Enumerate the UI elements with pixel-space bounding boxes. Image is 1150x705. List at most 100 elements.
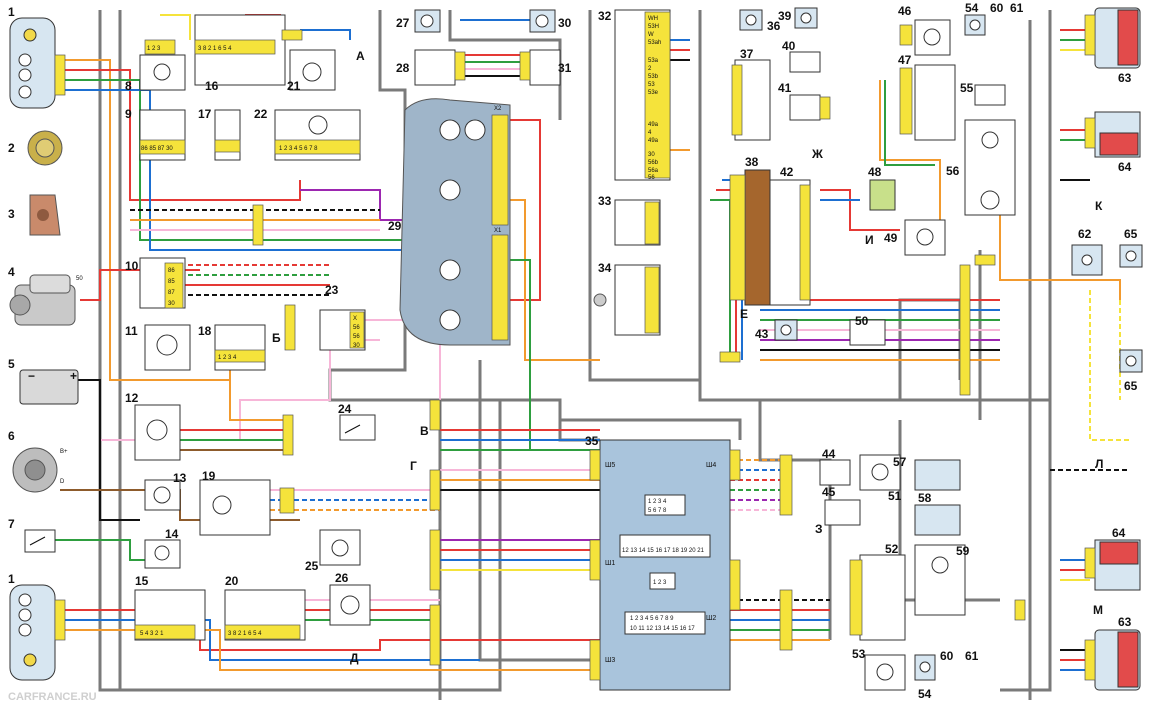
block32-pin-0: WH (648, 16, 658, 22)
block32-pin-9: 49a (648, 122, 659, 128)
component-46 (899, 19, 951, 56)
letter-M: М (1093, 603, 1103, 617)
block18-pins: 1 2 3 4 (218, 355, 237, 361)
label-1-top: 1 (8, 5, 15, 19)
label-18: 18 (198, 324, 212, 338)
label-43: 43 (755, 327, 769, 341)
svg-text:−: − (28, 369, 35, 383)
component-54-top (964, 14, 986, 36)
label-24: 24 (338, 402, 352, 416)
label-39: 39 (778, 9, 792, 23)
label-63-top: 63 (1118, 71, 1132, 85)
component-3-sensor (29, 194, 61, 236)
component-58 (914, 504, 961, 536)
label-60-top: 60 (990, 1, 1004, 15)
label-28: 28 (396, 61, 410, 75)
label-50: 50 (855, 314, 869, 328)
label-37: 37 (740, 47, 754, 61)
label-15: 15 (135, 574, 149, 588)
component-15 (134, 589, 206, 641)
component-33 (614, 199, 661, 246)
component-64-bottom (1084, 539, 1141, 591)
label-59: 59 (956, 544, 970, 558)
component-1-top-headlamp (9, 17, 66, 109)
svg-text:+: + (70, 369, 77, 383)
label-16: 16 (205, 79, 219, 93)
component-16 (194, 14, 286, 86)
block32-pin-3: 53ah (648, 40, 661, 46)
component-45 (824, 499, 861, 526)
component-30-lamp (529, 9, 556, 33)
block32-pin-4: 53a (648, 58, 659, 64)
component-54-bottom (914, 654, 936, 681)
block22-pins: 1 2 3 4 5 6 7 8 (279, 146, 318, 152)
label-9: 9 (125, 107, 132, 121)
letter-V: В (420, 424, 429, 438)
component-52 (849, 554, 906, 641)
component-42 (769, 179, 811, 306)
plug-p2-row: 12 13 14 15 16 17 18 19 20 21 (622, 548, 705, 554)
label-54-bottom: 54 (918, 687, 932, 701)
connector-sh1: Ш1 (605, 560, 615, 567)
label-26: 26 (335, 571, 349, 585)
block32-pin-8: 53e (648, 90, 659, 96)
label-53: 53 (852, 647, 866, 661)
component-2-horn (27, 130, 63, 166)
block9-pins: 86 85 87 30 (141, 146, 173, 152)
component-25 (319, 529, 361, 566)
label-12: 12 (125, 391, 139, 405)
plug-p4-row2: 10 11 12 13 14 15 16 17 (630, 626, 695, 632)
component-50 (849, 319, 886, 346)
component-1-bottom-headlamp (9, 584, 66, 681)
label-31: 31 (558, 61, 572, 75)
label-64-top: 64 (1118, 160, 1132, 174)
label-8: 8 (125, 79, 132, 93)
label-51: 51 (888, 489, 902, 503)
block32-pin-13: 56b (648, 160, 659, 166)
label-30: 30 (558, 16, 572, 30)
component-55 (974, 84, 1006, 106)
component-24 (339, 414, 376, 441)
label-33: 33 (598, 194, 612, 208)
block10-pin-87: 87 (168, 290, 175, 296)
label-47: 47 (898, 53, 912, 67)
pin-labels: 86 85 87 30 86 85 87 30 X 56 56 30 X2 X1… (60, 46, 502, 637)
component-17 (214, 109, 241, 161)
label-27: 27 (396, 16, 410, 30)
component-41 (789, 94, 831, 121)
component-48-display (869, 179, 896, 211)
letter-G: Г (410, 459, 417, 473)
letter-K: К (1095, 199, 1103, 213)
label-46: 46 (898, 4, 912, 18)
label-38: 38 (745, 155, 759, 169)
label-4: 4 (8, 265, 15, 279)
component-63-top-taillight (1084, 7, 1141, 69)
component-28 (414, 49, 466, 86)
component-51 (859, 454, 901, 491)
component-21 (281, 29, 336, 91)
component-14 (144, 539, 181, 569)
component-38-ecu (729, 169, 771, 306)
label-2: 2 (8, 141, 15, 155)
component-35-mounting-block (589, 439, 741, 691)
block6-b-plus: B+ (60, 449, 68, 455)
component-44 (819, 459, 851, 486)
letter-D: Д (350, 651, 359, 665)
plug-p1-row2: 5 6 7 8 (648, 508, 667, 514)
label-21: 21 (287, 79, 301, 93)
label-52: 52 (885, 542, 899, 556)
starter-50: 50 (76, 276, 83, 282)
socket-x1: X1 (494, 228, 502, 234)
label-36: 36 (767, 19, 781, 33)
label-10: 10 (125, 259, 139, 273)
block23-pin-56b: 56 (353, 334, 360, 340)
label-19: 19 (202, 469, 216, 483)
component-8 (139, 39, 186, 91)
component-26 (329, 584, 371, 626)
block8-pins: 1 2 3 (147, 46, 161, 52)
label-32: 32 (598, 9, 612, 23)
plug-p1-row1: 1 2 3 4 (648, 499, 667, 505)
component-10-relay (139, 257, 186, 309)
component-57 (914, 459, 961, 491)
letter-A: А (356, 49, 365, 63)
